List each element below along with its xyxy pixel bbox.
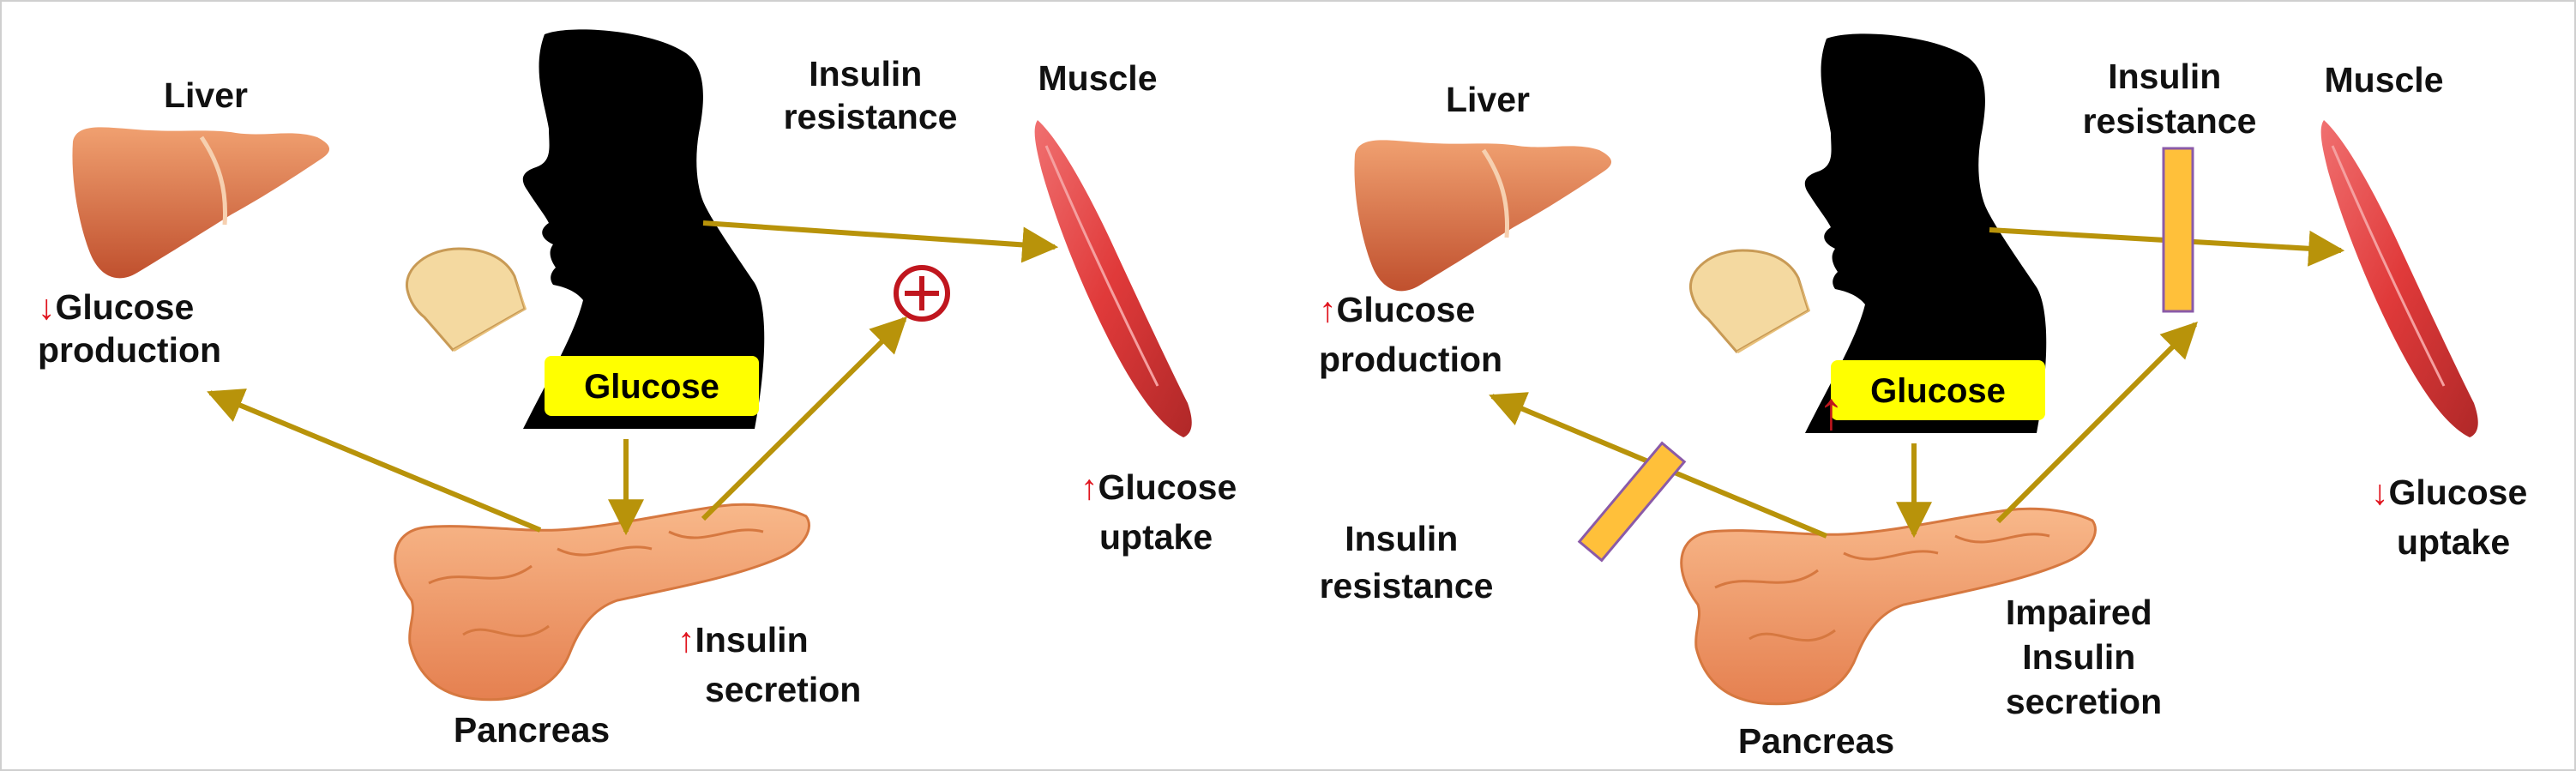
down-arrow-icon: ↓ [38, 287, 56, 327]
liver-icon [72, 127, 330, 279]
arrow-pancreas-to-liver [207, 389, 542, 533]
pancreas-label: Pancreas [1738, 721, 1894, 761]
pancreas-icon [394, 503, 810, 702]
pancreas-label: Pancreas [454, 710, 610, 750]
muscle-icon [2320, 120, 2478, 437]
insulin-resistance-label: Insulin resistance [784, 54, 958, 136]
liver-label: Liver [164, 75, 248, 115]
glucose-uptake-label: ↑Glucose uptake [1080, 467, 1247, 557]
glucose-production-label: ↓Glucose production [38, 287, 221, 370]
glucose-box [1831, 360, 2045, 420]
glucose-uptake-label: ↓Glucose uptake [2371, 473, 2537, 562]
resistance-block-top [2162, 147, 2194, 313]
glucose-box [545, 356, 759, 416]
up-arrow-icon: ↑ [1319, 290, 1337, 329]
insulin-secretion-label: ↑Insulin secretion [677, 620, 861, 709]
muscle-icon [1034, 120, 1192, 437]
panel-diabetic: Liver ↑Glucose production Glucose ↑ Insu… [1319, 33, 2537, 761]
muscle-label: Muscle [2325, 60, 2444, 99]
bread-icon [1689, 249, 1810, 353]
panel-normal: Liver ↓Glucose production Glucose Insuli… [38, 29, 1247, 750]
pancreas-icon [1680, 507, 2097, 706]
arrow-pancreas-to-muscle [1995, 322, 2198, 524]
person-silhouette-icon [522, 29, 765, 429]
resistance-block-left [1577, 441, 1687, 563]
plus-symbol-icon [894, 265, 950, 322]
impaired-insulin-secretion-label: Impaired Insulin secretion [2006, 593, 2162, 721]
bread-icon [406, 247, 527, 352]
liver-label: Liver [1446, 80, 1530, 119]
muscle-label: Muscle [1038, 58, 1158, 98]
up-arrow-icon: ↑ [1080, 467, 1098, 507]
arrow-pancreas-to-plus [701, 316, 907, 521]
insulin-resistance-top-label: Insulin resistance [2083, 57, 2257, 141]
person-silhouette-icon [1804, 33, 2047, 433]
arrow-person-to-muscle [702, 220, 1059, 263]
down-arrow-icon: ↓ [2371, 473, 2389, 512]
glucose-box-label: Glucose [584, 368, 719, 406]
glucose-up-arrow-icon: ↑ [1818, 382, 1845, 441]
insulin-resistance-left-label: Insulin resistance [1320, 519, 1494, 605]
up-arrow-icon: ↑ [677, 620, 695, 660]
glucose-production-label: ↑Glucose production [1319, 290, 1502, 379]
glucose-box-label: Glucose [1870, 372, 2006, 410]
liver-icon [1354, 140, 1612, 292]
